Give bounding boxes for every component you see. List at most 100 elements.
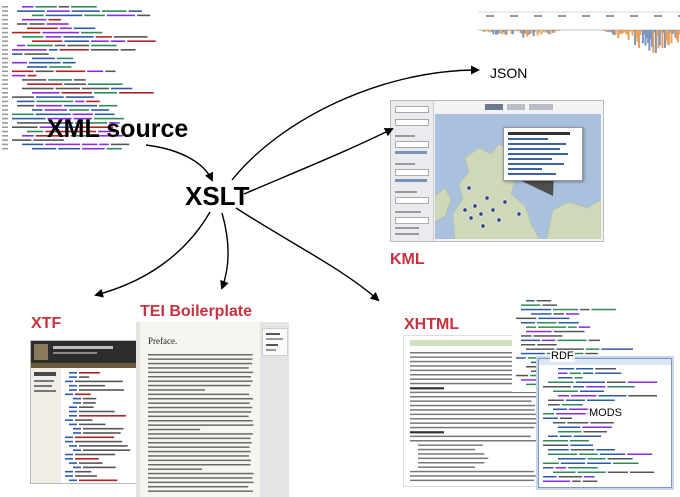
rdf-code-token bbox=[521, 304, 541, 306]
rdf-code-token bbox=[585, 348, 600, 350]
code-token bbox=[111, 87, 133, 90]
code-token bbox=[91, 44, 117, 47]
code-token bbox=[32, 147, 57, 150]
kml-popup bbox=[503, 127, 583, 181]
mods-code-token bbox=[548, 404, 560, 406]
xtf-text bbox=[79, 376, 90, 378]
tei-paragraph-line bbox=[148, 490, 253, 492]
timeline-bar bbox=[652, 30, 655, 53]
timeline-bar bbox=[557, 30, 560, 31]
code-line-number bbox=[2, 122, 8, 124]
rdf-code-token bbox=[553, 313, 564, 315]
timeline-tick-label bbox=[630, 15, 638, 17]
code-token bbox=[27, 83, 63, 85]
code-token bbox=[56, 57, 74, 60]
rdf-code-token bbox=[568, 326, 577, 328]
xtf-text bbox=[75, 453, 116, 456]
xhtml-text-line bbox=[410, 396, 543, 398]
code-token bbox=[45, 36, 62, 38]
rdf-code-token bbox=[526, 348, 555, 350]
timeline-bar bbox=[523, 30, 526, 34]
rdf-code-token bbox=[541, 357, 550, 359]
xhtml-text-line bbox=[418, 448, 476, 451]
map-pin-icon bbox=[472, 203, 478, 209]
code-token bbox=[55, 87, 80, 90]
tei-paragraph-line bbox=[148, 402, 250, 404]
mods-code-token bbox=[582, 426, 612, 428]
code-token bbox=[98, 130, 117, 133]
label-kml: KML bbox=[390, 251, 425, 268]
xhtml-text-line bbox=[410, 418, 539, 420]
code-line-number bbox=[2, 147, 8, 150]
rdf-code-token bbox=[521, 352, 545, 355]
code-token bbox=[12, 96, 35, 98]
code-token bbox=[120, 49, 136, 51]
arrow-xslt-to-xhtml bbox=[235, 207, 380, 302]
timeline-bar bbox=[553, 30, 556, 33]
timeline-bar bbox=[495, 30, 497, 35]
xtf-text bbox=[79, 372, 100, 374]
code-token bbox=[74, 79, 86, 81]
timeline-bar bbox=[491, 30, 494, 32]
code-token bbox=[59, 130, 97, 133]
timeline-bar bbox=[626, 30, 629, 35]
xtf-markup bbox=[69, 462, 77, 464]
code-token bbox=[77, 126, 114, 128]
map-pin-icon bbox=[496, 217, 502, 223]
code-token bbox=[57, 126, 76, 128]
code-token bbox=[45, 14, 83, 17]
code-line-number bbox=[2, 44, 8, 47]
code-token bbox=[55, 70, 86, 73]
timeline-bar bbox=[537, 30, 540, 33]
kml-thumbnail bbox=[390, 100, 604, 242]
timeline-bar bbox=[621, 30, 624, 34]
code-token bbox=[91, 40, 109, 42]
code-token bbox=[45, 130, 58, 133]
code-token bbox=[58, 6, 70, 8]
code-line-number bbox=[2, 57, 8, 60]
code-line-number bbox=[2, 139, 8, 141]
code-token bbox=[32, 57, 55, 60]
tei-paragraph-line bbox=[148, 428, 201, 431]
timeline-bar bbox=[673, 30, 676, 33]
timeline-bar bbox=[518, 30, 521, 31]
code-line-number bbox=[2, 6, 8, 8]
xtf-markup bbox=[69, 410, 77, 413]
rdf-code-token bbox=[553, 330, 585, 333]
mods-code-token bbox=[612, 462, 639, 464]
timeline-bar bbox=[643, 30, 646, 35]
xtf-text bbox=[75, 380, 123, 383]
code-line-number bbox=[2, 70, 8, 73]
timeline-bar bbox=[614, 30, 617, 35]
tei-paragraph-line bbox=[148, 420, 253, 422]
xtf-markup bbox=[65, 458, 73, 460]
code-line-number bbox=[2, 130, 8, 133]
code-token bbox=[46, 23, 69, 25]
xtf-sidebar bbox=[31, 368, 61, 483]
label-xtf: XTF bbox=[31, 315, 62, 332]
mods-code-token bbox=[553, 471, 576, 473]
tei-paragraph-line bbox=[148, 367, 249, 369]
mods-code-token bbox=[627, 453, 653, 455]
code-token bbox=[86, 100, 100, 103]
mods-code-token bbox=[595, 372, 622, 374]
timeline-bar bbox=[639, 30, 642, 36]
mods-code-token bbox=[559, 435, 572, 437]
tei-paragraph-line bbox=[148, 411, 252, 413]
code-token bbox=[71, 10, 100, 12]
timeline-bar bbox=[613, 30, 616, 36]
timeline-bar bbox=[483, 30, 486, 32]
code-line-number bbox=[2, 100, 8, 103]
mods-code-token bbox=[555, 467, 567, 469]
xtf-markup bbox=[65, 440, 73, 443]
timeline-bar bbox=[612, 30, 614, 35]
xtf-text bbox=[79, 410, 115, 413]
code-line-number bbox=[2, 96, 8, 98]
xhtml-text-line bbox=[410, 440, 543, 442]
timeline-bar bbox=[618, 30, 621, 35]
rdf-code-token bbox=[516, 357, 526, 359]
timeline-bar bbox=[628, 30, 631, 32]
code-line-number bbox=[2, 23, 8, 25]
code-line-number bbox=[2, 135, 8, 137]
code-token bbox=[39, 126, 56, 128]
